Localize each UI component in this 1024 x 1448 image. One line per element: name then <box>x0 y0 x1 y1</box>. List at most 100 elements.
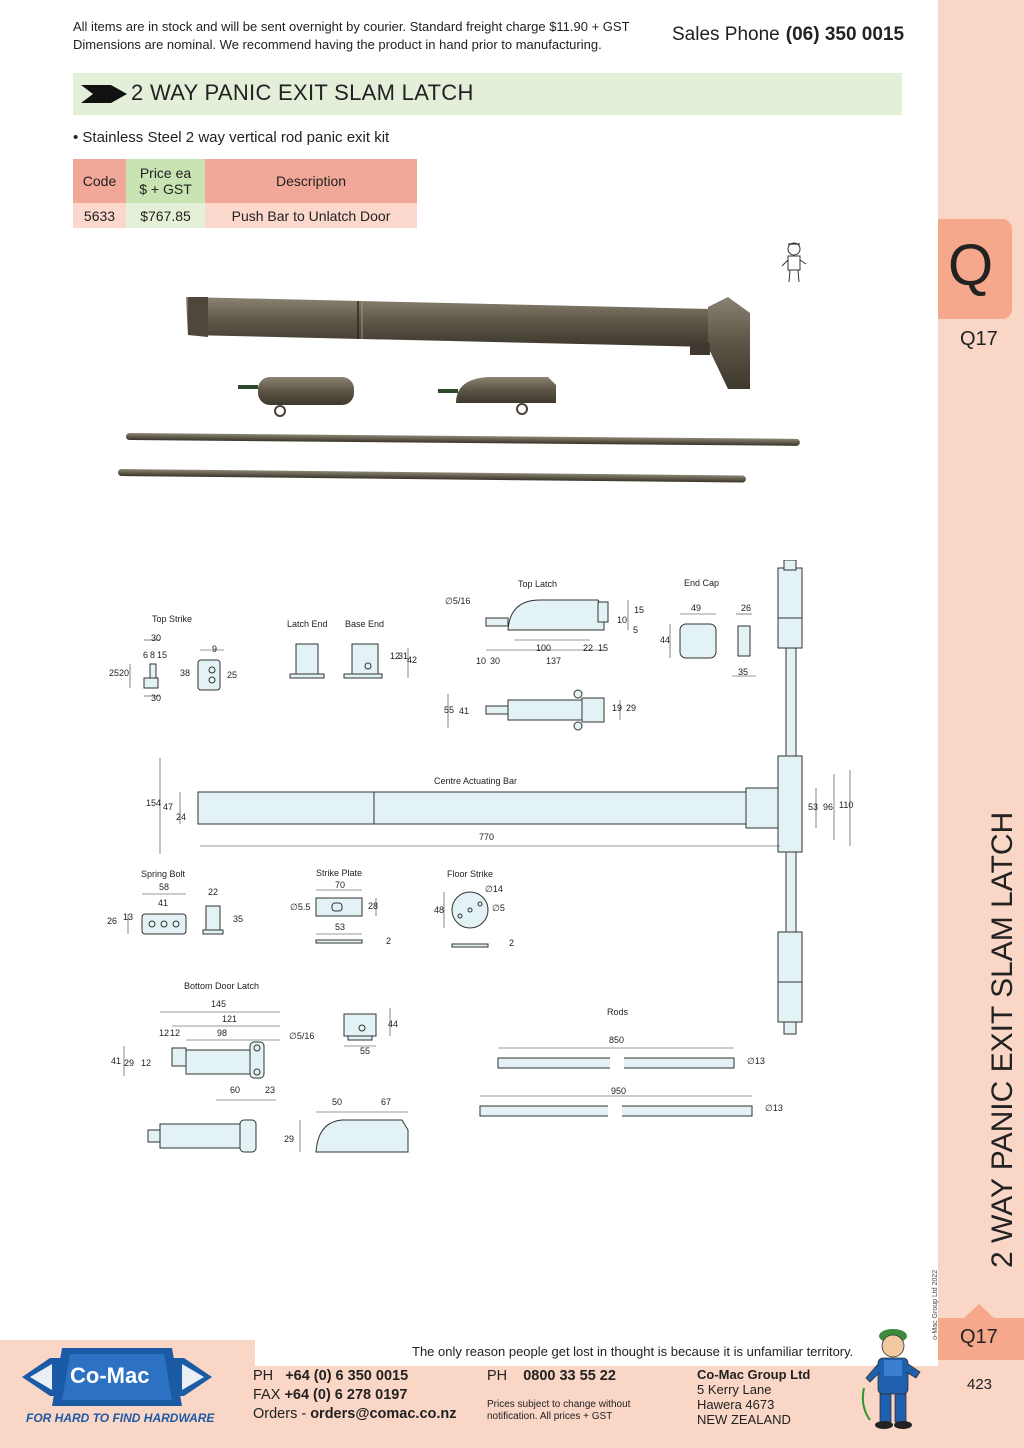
dim: 8 <box>150 650 156 660</box>
disclaimer-line2: notification. All prices + GST <box>487 1411 613 1422</box>
dim: 53 <box>335 922 346 932</box>
col-header-description: Description <box>205 159 417 203</box>
dim: 26 <box>741 603 752 613</box>
dim: 22 <box>208 887 219 897</box>
label-spring-bolt: Spring Bolt <box>141 869 186 879</box>
notice-line-1: All items are in stock and will be sent … <box>73 19 630 34</box>
dim: ∅5/16 <box>289 1031 315 1041</box>
logo-text: Co-Mac <box>70 1363 150 1388</box>
dim: 67 <box>381 1097 392 1107</box>
dim: 55 <box>360 1046 371 1056</box>
notice-line-2: Dimensions are nominal. We recommend hav… <box>73 37 602 52</box>
product-title: 2 WAY PANIC EXIT SLAM LATCH <box>131 80 474 105</box>
orders-email[interactable]: orders@comac.co.nz <box>310 1406 457 1422</box>
dim: 31 <box>398 651 409 661</box>
dim: 53 <box>808 802 819 812</box>
dim: 30 <box>490 656 501 666</box>
footer-orders: Orders - orders@comac.co.nz <box>253 1406 457 1422</box>
dim: 154 <box>146 798 162 808</box>
dim: 47 <box>163 802 174 812</box>
dim: 41 <box>459 706 470 716</box>
footer-quote: The only reason people get lost in thoug… <box>412 1344 854 1359</box>
dim: 20 <box>119 668 130 678</box>
dim: 23 <box>265 1085 276 1095</box>
page-number: 423 <box>967 1376 993 1393</box>
label-top-latch: Top Latch <box>518 579 558 589</box>
product-bullet: • Stainless Steel 2 way vertical rod pan… <box>73 129 390 146</box>
mascot-icon <box>861 1329 921 1429</box>
push-bar <box>186 297 710 347</box>
cell-price: $767.85 <box>126 203 205 228</box>
dim: 15 <box>157 650 168 660</box>
logo-tagline: FOR HARD TO FIND HARDWARE <box>26 1411 215 1425</box>
fax-number: +64 (0) 6 278 0197 <box>284 1387 408 1403</box>
dim: 19 <box>612 703 623 713</box>
section-code: Q17 <box>960 328 998 350</box>
product-photo <box>117 297 800 483</box>
tab-notch-icon <box>964 1304 994 1318</box>
label-rods: Rods <box>607 1007 629 1017</box>
dim: ∅5/16 <box>445 596 471 606</box>
dim: 29 <box>124 1058 135 1068</box>
footer-fax: FAX +64 (0) 6 278 0197 <box>253 1387 407 1403</box>
dim: 41 <box>158 898 169 908</box>
price-table: Code Price ea $ + GST Description 5633 $… <box>73 159 417 228</box>
col-header-price: Price ea $ + GST <box>126 159 205 203</box>
dim: 25 <box>227 670 238 680</box>
dim: 98 <box>217 1028 228 1038</box>
dim: ∅13 <box>747 1056 765 1066</box>
phone-number[interactable]: +64 (0) 6 350 0015 <box>285 1368 409 1384</box>
dim: 15 <box>598 643 609 653</box>
footer-phone: PH +64 (0) 6 350 0015 <box>253 1368 408 1384</box>
dim: 30 <box>151 693 162 703</box>
label-bottom-door-latch: Bottom Door Latch <box>184 981 260 991</box>
arrow-icon <box>81 85 127 103</box>
mascot-small-icon <box>781 242 807 283</box>
bottom-code-box <box>938 1318 1024 1360</box>
phone-label: PH <box>253 1368 274 1384</box>
dim: 26 <box>107 916 118 926</box>
sales-label: Sales Phone <box>672 24 780 45</box>
dim: 38 <box>180 668 191 678</box>
dim: 49 <box>691 603 702 613</box>
dim: 41 <box>111 1056 122 1066</box>
dim: 950 <box>611 1086 627 1096</box>
footer-freephone: PH 0800 33 55 22 <box>487 1368 616 1384</box>
dim: ∅13 <box>765 1103 783 1113</box>
dim: 121 <box>222 1014 238 1024</box>
dim: 13 <box>123 912 134 922</box>
dim: 48 <box>434 905 445 915</box>
price-header-line1: Price ea <box>139 165 192 181</box>
dim: 44 <box>660 635 671 645</box>
label-floor-strike: Floor Strike <box>447 869 494 879</box>
dim: 110 <box>839 800 854 810</box>
dim: ∅5 <box>492 903 505 913</box>
label-strike-plate: Strike Plate <box>316 868 363 878</box>
freight-notice: All items are in stock and will be sent … <box>73 18 653 54</box>
dim: 12 <box>390 651 401 661</box>
sales-phone-number[interactable]: (06) 350 0015 <box>785 24 905 45</box>
vertical-title: 2 WAY PANIC EXIT SLAM LATCH <box>986 811 1019 1268</box>
address-line1: 5 Kerry Lane <box>697 1382 772 1397</box>
dim: 28 <box>368 901 379 911</box>
fax-label: FAX <box>253 1387 281 1403</box>
dim: 42 <box>407 655 418 665</box>
rod-lower <box>117 469 746 483</box>
dim: 24 <box>176 812 187 822</box>
dim: 5 <box>633 625 639 635</box>
disclaimer-line1: Prices subject to change without <box>487 1399 631 1410</box>
freephone-number[interactable]: 0800 33 55 22 <box>523 1368 616 1384</box>
label-end-cap: End Cap <box>684 578 720 588</box>
dim: ∅5.5 <box>290 902 311 912</box>
footer-quote-strip <box>255 1340 938 1366</box>
dim: 29 <box>626 703 637 713</box>
label-centre-bar: Centre Actuating Bar <box>434 776 518 786</box>
dim: 2 <box>509 938 515 948</box>
dim: 96 <box>823 802 834 812</box>
footer-disclaimer: Prices subject to change without notific… <box>487 1399 630 1423</box>
dim: 6 <box>143 650 149 660</box>
label-base-end: Base End <box>345 619 385 629</box>
section-letter: Q <box>948 233 994 298</box>
dim: 35 <box>233 914 244 924</box>
dim: 137 <box>546 656 562 666</box>
